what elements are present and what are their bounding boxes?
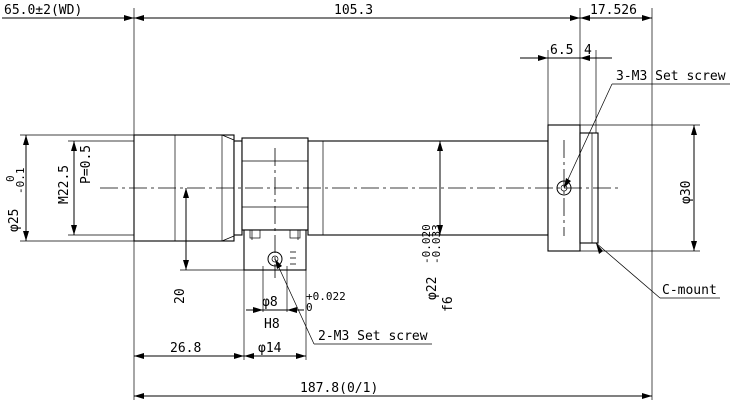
annotations: 3-M3 Set screw 2-M3 Set screw C-mount xyxy=(274,69,730,345)
dia-25-tol-upper: 0 xyxy=(4,175,17,182)
fit-f6-label: f6 xyxy=(441,296,456,312)
dia-8-tol-lower: 0 xyxy=(306,301,313,314)
dia-14-label: φ14 xyxy=(258,341,282,356)
working-distance-label: 65.0±2(WD) xyxy=(4,3,82,18)
dia-25-label: φ25 xyxy=(7,209,22,232)
length-17-label: 17.526 xyxy=(590,3,637,18)
total-length-label: 187.8(0/1) xyxy=(300,381,378,396)
length-4-label: 4 xyxy=(584,43,592,58)
dia-30-label: φ30 xyxy=(679,181,694,204)
lens-body xyxy=(133,124,599,271)
set-screw-2-note: 2-M3 Set screw xyxy=(318,329,428,344)
thread-m22-label: M22.5 xyxy=(57,165,72,204)
tube-diameter-dimension: φ22 -0.020 -0.033 f6 xyxy=(420,141,456,312)
dia-22-label: φ22 xyxy=(425,277,440,300)
dia-8-tol-upper: +0.022 xyxy=(306,290,346,303)
dia-25-tol-lower: -0.1 xyxy=(14,168,27,195)
left-dimensions: φ25 0 -0.1 M22.5 P=0.5 xyxy=(4,134,134,242)
set-screw-3-note: 3-M3 Set screw xyxy=(616,69,726,84)
length-26-8-label: 26.8 xyxy=(170,341,201,356)
top-dimensions: 65.0±2(WD) 105.3 17.526 6.5 4 xyxy=(2,3,653,400)
dia-22-tol-upper: -0.020 xyxy=(420,224,433,264)
fit-h8-label: H8 xyxy=(264,317,280,332)
thread-pitch-label: P=0.5 xyxy=(79,145,94,184)
height-20-dimension: 20 xyxy=(173,188,244,304)
c-mount-note: C-mount xyxy=(662,283,717,298)
dia-8-label: φ8 xyxy=(262,295,278,310)
height-20-label: 20 xyxy=(173,288,188,304)
dia-22-tol-lower: -0.033 xyxy=(430,224,443,264)
bottom-dimensions: φ8 +0.022 0 H8 26.8 φ14 187.8(0/1) xyxy=(133,241,652,400)
length-105-label: 105.3 xyxy=(334,3,373,18)
length-6-5-label: 6.5 xyxy=(550,43,573,58)
